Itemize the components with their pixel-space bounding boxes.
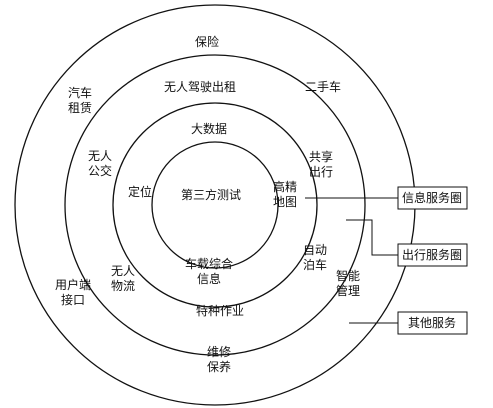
label-zhineng-2: 管理 xyxy=(336,283,360,298)
label-tezhong: 特种作业 xyxy=(196,303,244,318)
label-wuren-wuliu-1: 无人 xyxy=(111,264,135,278)
label-yonghu-2: 接口 xyxy=(61,292,85,307)
outer-circle xyxy=(64,54,366,356)
label-qiche-2: 租赁 xyxy=(68,101,92,115)
label-wuren-gongjiao-2: 公交 xyxy=(88,163,112,178)
center-label: 第三方测试 xyxy=(181,187,241,202)
legend-travel-label: 出行服务圈 xyxy=(402,247,462,262)
label-wuren-jiashi: 无人驾驶出租 xyxy=(164,79,236,94)
legend-info-label: 信息服务圈 xyxy=(402,190,462,205)
connector-travel xyxy=(346,219,398,256)
middle-circle xyxy=(112,102,318,308)
label-wuren-gongjiao-1: 无人 xyxy=(88,149,112,163)
label-zhineng-1: 智能 xyxy=(336,268,360,283)
label-dashuju: 大数据 xyxy=(191,121,227,136)
legend-other-label: 其他服务 xyxy=(408,315,456,330)
label-yonghu-1: 用户端 xyxy=(55,277,91,292)
inner-circle xyxy=(151,141,279,269)
label-ershouche: 二手车 xyxy=(305,79,341,94)
label-qiche-1: 汽车 xyxy=(68,85,92,100)
label-gongxiang-2: 出行 xyxy=(309,165,333,179)
label-dingwei: 定位 xyxy=(128,184,152,199)
label-zidong-1: 自动 xyxy=(303,243,327,257)
legend-box-other xyxy=(397,311,468,335)
label-gaojing-2: 地图 xyxy=(273,195,297,209)
label-weixiu-2: 保养 xyxy=(207,359,231,374)
label-gongxiang-1: 共享 xyxy=(309,149,333,164)
label-chezai-2: 信息 xyxy=(197,271,221,286)
label-wuren-wuliu-2: 物流 xyxy=(111,279,135,293)
label-baoxian: 保险 xyxy=(195,34,219,49)
label-chezai-1: 车载综合 xyxy=(185,256,233,271)
label-zidong-2: 泊车 xyxy=(303,257,327,272)
label-weixiu-1: 维修 xyxy=(207,344,231,359)
legend-box-travel xyxy=(397,243,468,267)
label-gaojing-1: 高精 xyxy=(273,179,297,194)
legend-box-info xyxy=(397,186,468,210)
